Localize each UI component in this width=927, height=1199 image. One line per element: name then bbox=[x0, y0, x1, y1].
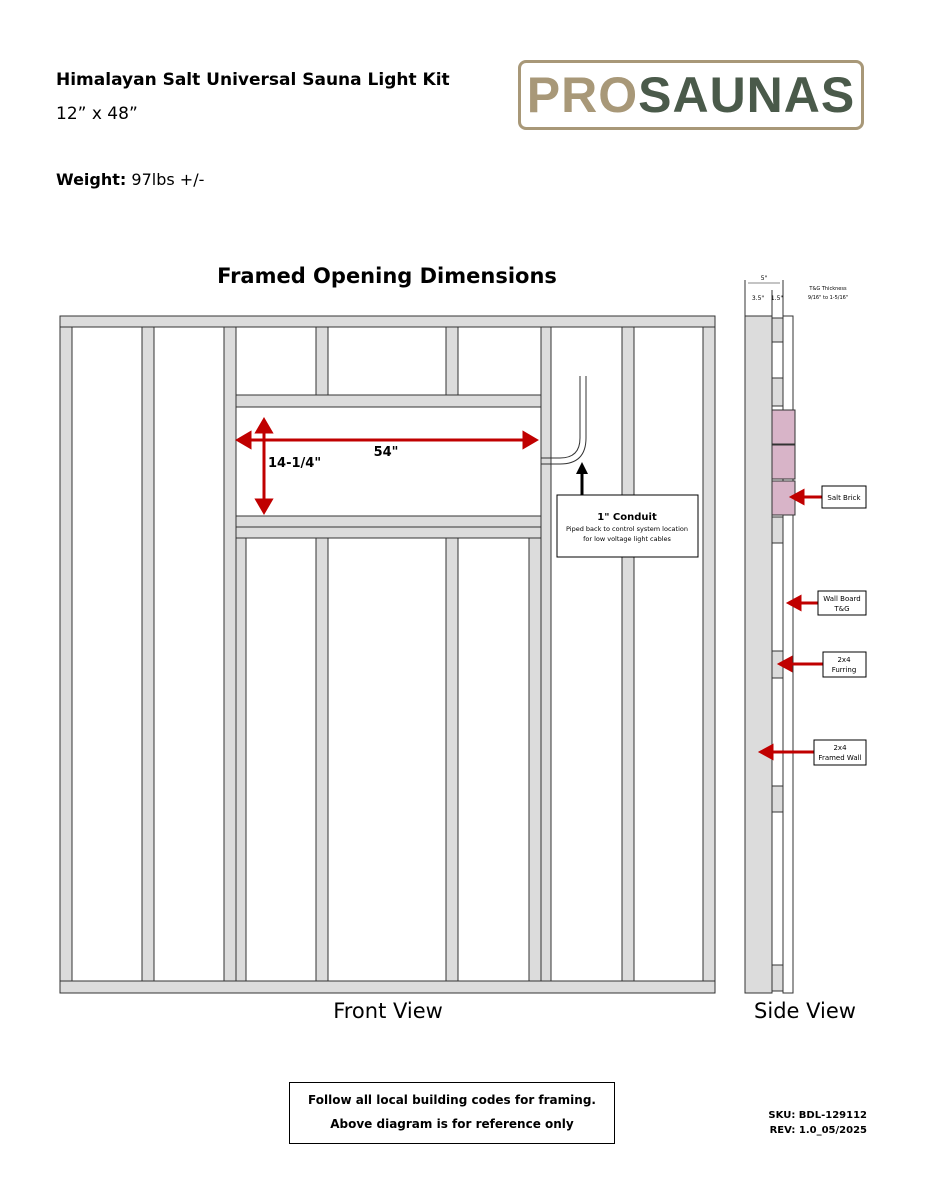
disclaimer-line-1: Follow all local building codes for fram… bbox=[308, 1093, 596, 1107]
width-dimension: 54" bbox=[374, 445, 399, 460]
wall-board-label: Wall Board bbox=[823, 595, 860, 603]
stud bbox=[621, 326, 635, 982]
top-plate bbox=[59, 315, 716, 328]
diagram-heading: Framed Opening Dimensions bbox=[217, 264, 557, 288]
conduit-callout bbox=[556, 494, 699, 558]
cripple-stud bbox=[445, 537, 459, 982]
weight: Weight: 97lbs +/- bbox=[56, 170, 204, 189]
salt-brick bbox=[771, 444, 796, 480]
cripple-stud bbox=[315, 326, 329, 396]
furring-label: 2x4 bbox=[837, 656, 851, 664]
king-stud bbox=[540, 326, 552, 982]
stud bbox=[59, 326, 73, 982]
wall-board-label-2: T&G bbox=[833, 605, 849, 613]
framed-wall-label-2: Framed Wall bbox=[818, 754, 861, 762]
stud bbox=[702, 326, 716, 982]
bottom-plate bbox=[59, 980, 716, 994]
cripple-stud bbox=[315, 537, 329, 982]
tg-thickness-value: 9/16" to 1-5/16" bbox=[808, 295, 848, 301]
furring-label-2: Furring bbox=[832, 666, 857, 674]
wall-board-callout bbox=[817, 590, 867, 616]
framed-wall-callout bbox=[813, 739, 867, 766]
side-dim-b: 1.5" bbox=[771, 295, 784, 302]
salt-brick-label: Salt Brick bbox=[827, 494, 861, 502]
furring-callout bbox=[822, 651, 867, 678]
logo-pro: PRO bbox=[526, 67, 639, 123]
cripple-stud bbox=[445, 326, 459, 396]
sill bbox=[235, 515, 542, 528]
sill bbox=[235, 526, 542, 539]
revision: REV: 1.0_05/2025 bbox=[769, 1125, 867, 1136]
salt-brick bbox=[771, 409, 796, 445]
conduit-desc-2: for low voltage light cables bbox=[583, 535, 671, 543]
sku-block: SKU: BDL-129112 REV: 1.0_05/2025 bbox=[768, 1110, 867, 1136]
front-view-frame bbox=[59, 315, 716, 994]
jack-stud bbox=[528, 537, 542, 982]
side-total-dim: 5" bbox=[761, 275, 768, 282]
framed-wall-label: 2x4 bbox=[833, 744, 847, 752]
front-view-label: Front View bbox=[333, 999, 443, 1023]
conduit-title: 1" Conduit bbox=[597, 512, 657, 523]
product-title: Himalayan Salt Universal Sauna Light Kit bbox=[56, 70, 450, 90]
logo-saunas: SAUNAS bbox=[638, 67, 856, 123]
tg-thickness-label: T&G Thickness bbox=[808, 286, 847, 292]
weight-label: Weight: bbox=[56, 170, 127, 189]
product-size: 12” x 48” bbox=[56, 104, 138, 124]
callout-arrows bbox=[757, 488, 823, 761]
salt-brick-callout bbox=[821, 485, 867, 509]
jack-stud bbox=[235, 537, 247, 982]
side-view-label: Side View bbox=[754, 999, 856, 1023]
conduit-desc-1: Piped back to control system location bbox=[566, 525, 688, 533]
side-view bbox=[744, 280, 796, 994]
header bbox=[235, 394, 542, 408]
weight-value: 97lbs +/- bbox=[126, 170, 205, 189]
disclaimer-box: Follow all local building codes for fram… bbox=[289, 1082, 615, 1144]
king-stud bbox=[223, 326, 237, 982]
height-dimension: 14-1/4" bbox=[268, 456, 321, 471]
sku: SKU: BDL-129112 bbox=[768, 1110, 867, 1121]
dimension-arrows bbox=[235, 417, 539, 515]
stud bbox=[141, 326, 155, 982]
conduit-pipe bbox=[541, 376, 587, 465]
side-dim-a: 3.5" bbox=[752, 295, 765, 302]
disclaimer-line-2: Above diagram is for reference only bbox=[330, 1117, 574, 1131]
